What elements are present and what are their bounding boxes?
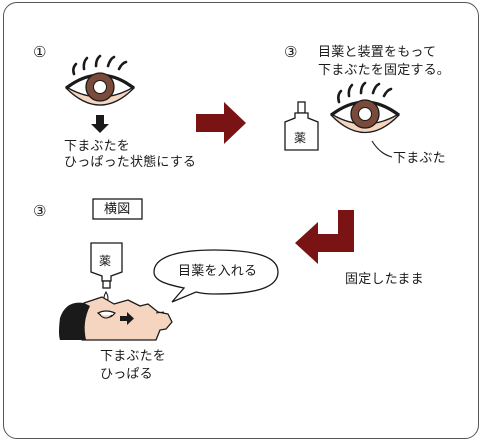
eyelash-icon [72,54,128,76]
down-arrow-icon [91,115,109,133]
diagram-frame [3,2,479,439]
step3-caption-line2: ひっぱる [100,367,153,382]
step2-eyedrop-bottle: 薬 [284,101,319,151]
step2-bottle-label: 薬 [294,131,306,145]
eyelash-icon [337,81,393,104]
hold-label: 固定したまま [345,272,424,287]
face-profile [59,296,173,341]
step3-marker: ③ [33,202,47,220]
step1-caption-line1: 下まぶたを [64,139,131,154]
step3-bubble-text: 目薬を入れる [178,264,258,279]
return-arrow-icon [295,210,354,264]
step3-bottle-label: 薬 [99,254,111,268]
big-right-arrow-icon [196,102,246,144]
step3-view-label: 横図 [104,202,131,217]
speech-bubble [153,249,279,303]
step2-caption-line2: 下まぶたを固定する。 [318,63,451,78]
eyelid-leader-line [371,140,393,158]
step3-eyedrop-bottle: 薬 [90,242,123,289]
step1-marker: ① [33,43,47,61]
step3-caption-line1: 下まぶたを [100,349,167,364]
step2-marker: ③ [284,43,298,61]
step2-eyelid-label: 下まぶた [393,151,446,166]
step1-caption-line2: ひっぱった状態にする [64,155,197,170]
step2-eye [330,81,400,134]
step2-caption-line1: 目薬と装置をもって [318,45,437,60]
small-right-arrow-icon [120,312,134,325]
side-view-label-box [92,198,143,220]
step1-eye [65,54,135,133]
